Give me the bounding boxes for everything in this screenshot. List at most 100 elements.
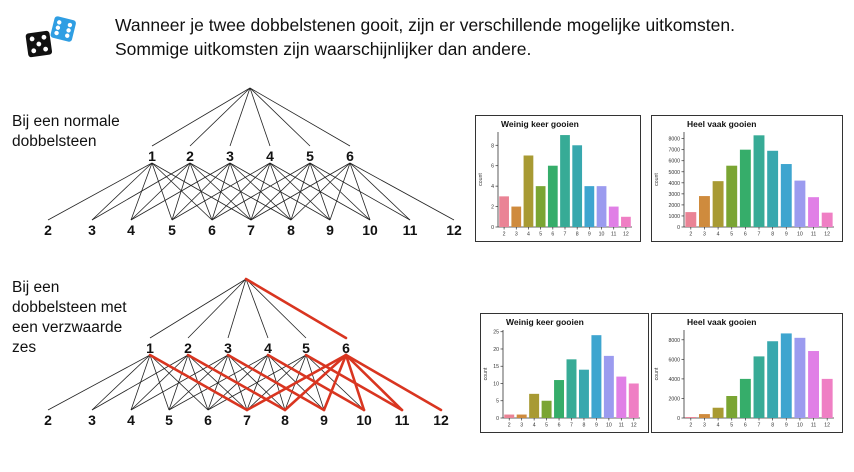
y-tick-label: 0: [491, 225, 494, 231]
x-tick-label: 4: [533, 423, 536, 429]
bar: [685, 212, 697, 227]
x-tick-label: 9: [785, 423, 788, 429]
outcome-line-highlighted: [344, 353, 404, 412]
outcome-line: [187, 354, 248, 411]
outcome-line: [130, 162, 231, 221]
bar: [560, 135, 570, 227]
y-tick-label: 10: [493, 381, 499, 387]
sum-label: 6: [208, 222, 216, 238]
section-label-line: een verzwaarde: [12, 319, 123, 336]
x-tick-label: 2: [508, 423, 511, 429]
outcome-line: [329, 162, 351, 221]
chart-title: Heel vaak gooien: [687, 119, 756, 129]
branch-line: [151, 87, 251, 147]
bar: [739, 378, 751, 418]
bar: [794, 337, 806, 418]
outcome-line: [130, 354, 229, 411]
sum-label: 7: [243, 412, 251, 428]
outcome-line-highlighted: [186, 353, 287, 412]
y-tick-label: 2000: [668, 396, 680, 402]
branch-line: [249, 87, 271, 147]
section-label-line: zes: [12, 339, 37, 356]
bar: [808, 351, 819, 418]
section-label-line: dobbelsteen: [12, 133, 97, 150]
y-tick-label: 5000: [668, 170, 680, 176]
bar: [516, 414, 527, 418]
chart-title: Heel vaak gooien: [687, 317, 756, 327]
sum-label: 8: [281, 412, 289, 428]
bar: [808, 197, 819, 227]
die-face-label: 4: [264, 340, 272, 356]
branch-line: [229, 87, 251, 147]
die-face-label: 3: [226, 148, 234, 164]
sum-label: 11: [403, 222, 418, 238]
bar: [596, 186, 607, 227]
die-face-label: 5: [302, 340, 310, 356]
sum-label: 3: [88, 412, 96, 428]
y-tick-label: 8000: [668, 137, 680, 143]
outcome-line-highlighted: [322, 353, 348, 412]
y-tick-label: 25: [493, 330, 499, 336]
branch-line-highlighted: [244, 277, 348, 340]
branch-line: [187, 278, 247, 339]
bar: [699, 196, 710, 227]
outcome-line: [91, 162, 153, 221]
y-tick-label: 7000: [668, 148, 680, 154]
x-tick-label: 6: [551, 232, 554, 238]
x-tick-label: 7: [570, 423, 573, 429]
y-tick-label: 4: [491, 184, 494, 190]
sum-label: 5: [168, 222, 176, 238]
x-tick-label: 9: [785, 232, 788, 238]
y-tick-label: 8: [491, 143, 494, 149]
y-tick-label: 15: [493, 364, 499, 370]
x-tick-label: 3: [515, 232, 518, 238]
die-face-label: 2: [186, 148, 194, 164]
y-axis-label: count: [654, 367, 660, 380]
x-tick-label: 10: [797, 423, 803, 429]
intro-line-1: Wanneer je twee dobbelstenen gooit, zijn…: [115, 15, 735, 35]
bar: [608, 206, 619, 227]
dice-icon: [25, 16, 76, 58]
x-tick-label: 8: [576, 232, 579, 238]
y-tick-label: 0: [496, 416, 499, 422]
x-tick-label: 2: [689, 232, 692, 238]
y-axis-label: count: [654, 173, 660, 186]
bar: [504, 414, 515, 418]
outcome-line-highlighted: [245, 353, 348, 412]
bar: [726, 165, 738, 227]
bar: [535, 186, 546, 227]
y-tick-label: 20: [493, 347, 499, 353]
outcome-line: [211, 162, 271, 221]
x-tick-label: 10: [606, 423, 612, 429]
bar: [523, 155, 534, 227]
die-face-label: 6: [342, 340, 350, 356]
outcome-line: [151, 162, 213, 221]
outcome-line: [47, 354, 151, 411]
sum-label: 7: [247, 222, 255, 238]
y-tick-label: 6000: [668, 159, 680, 165]
y-axis-label: count: [478, 173, 484, 186]
bar: [699, 414, 710, 418]
die-face-label: 6: [346, 148, 354, 164]
bar: [511, 206, 522, 227]
bar: [572, 145, 583, 227]
y-tick-label: 4000: [668, 181, 680, 187]
bar: [753, 135, 765, 227]
sum-label: 6: [204, 412, 212, 428]
sum-label: 2: [44, 412, 52, 428]
sum-label: 8: [287, 222, 295, 238]
chart-title: Weinig keer gooien: [506, 317, 584, 327]
outcome-line: [349, 162, 455, 221]
y-tick-label: 3000: [668, 192, 680, 198]
x-tick-label: 2: [689, 423, 692, 429]
section-label-normal: Bij een normale dobbelsteen: [12, 112, 120, 152]
y-tick-label: 0: [677, 225, 680, 231]
intro-text: Wanneer je twee dobbelstenen gooit, zijn…: [115, 13, 835, 61]
bar: [821, 212, 833, 227]
section-label-line: Bij een normale: [12, 113, 120, 130]
